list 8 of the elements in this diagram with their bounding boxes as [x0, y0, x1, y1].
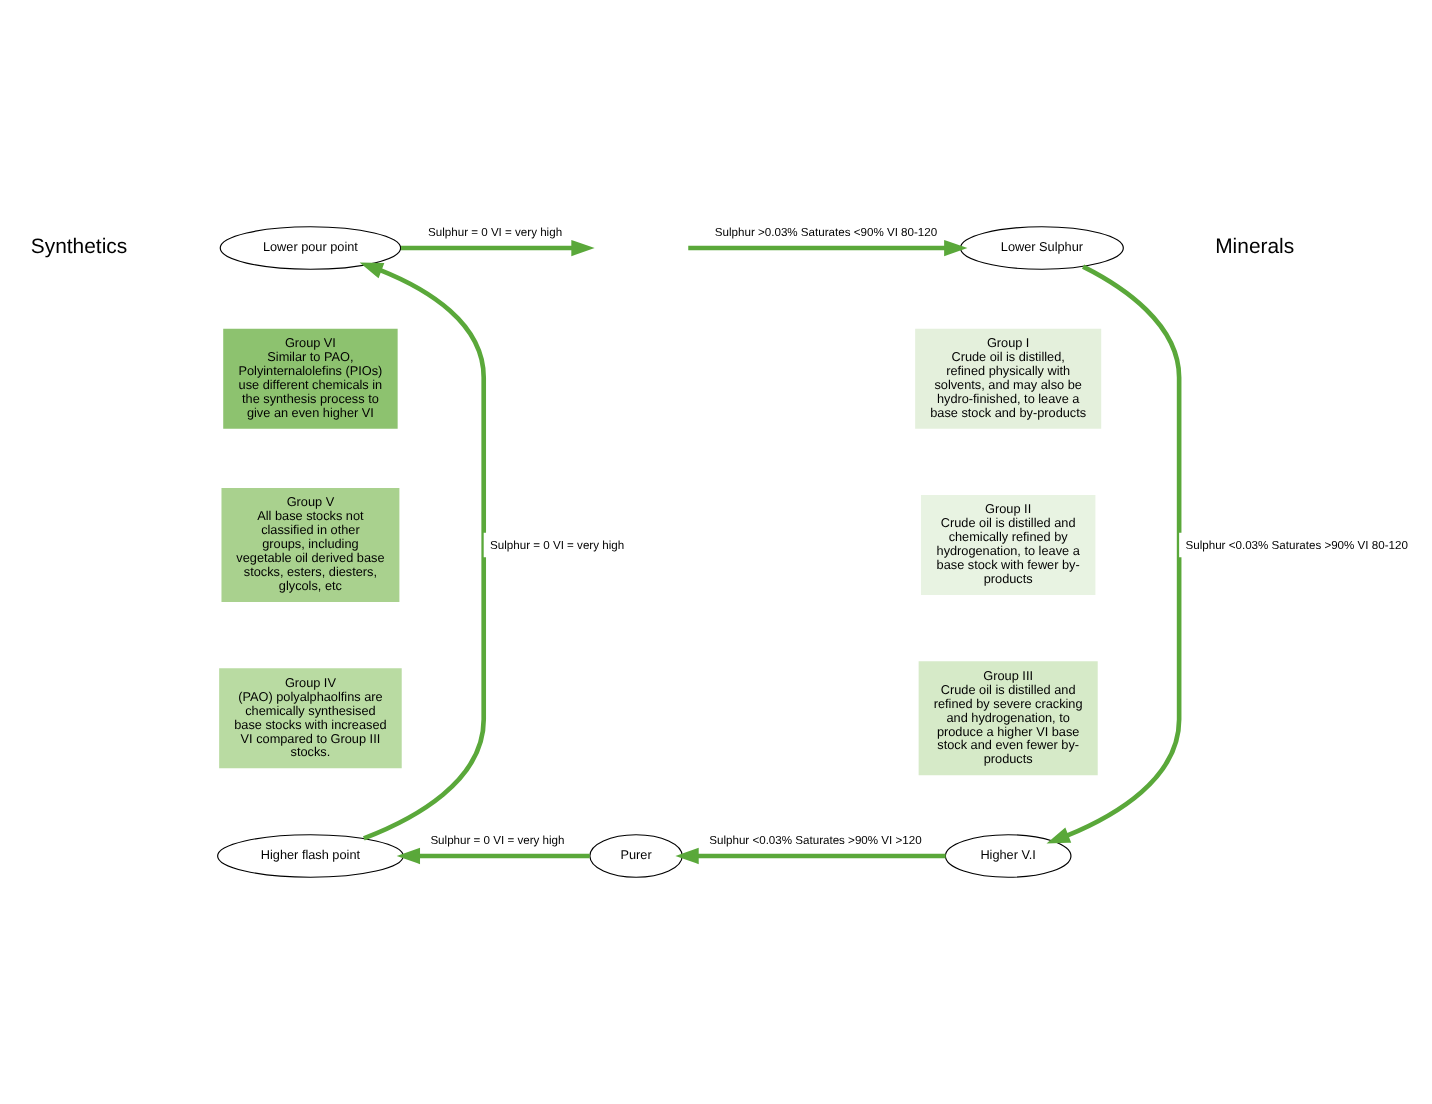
- arrow: [1046, 264, 1182, 844]
- arrow: [359, 262, 487, 841]
- label: Synthetics: [30, 237, 128, 260]
- arrow: [688, 239, 968, 257]
- arrow: [401, 239, 595, 257]
- arrow: [396, 847, 590, 865]
- arrow: [675, 847, 946, 865]
- label: Minerals: [1215, 237, 1295, 260]
